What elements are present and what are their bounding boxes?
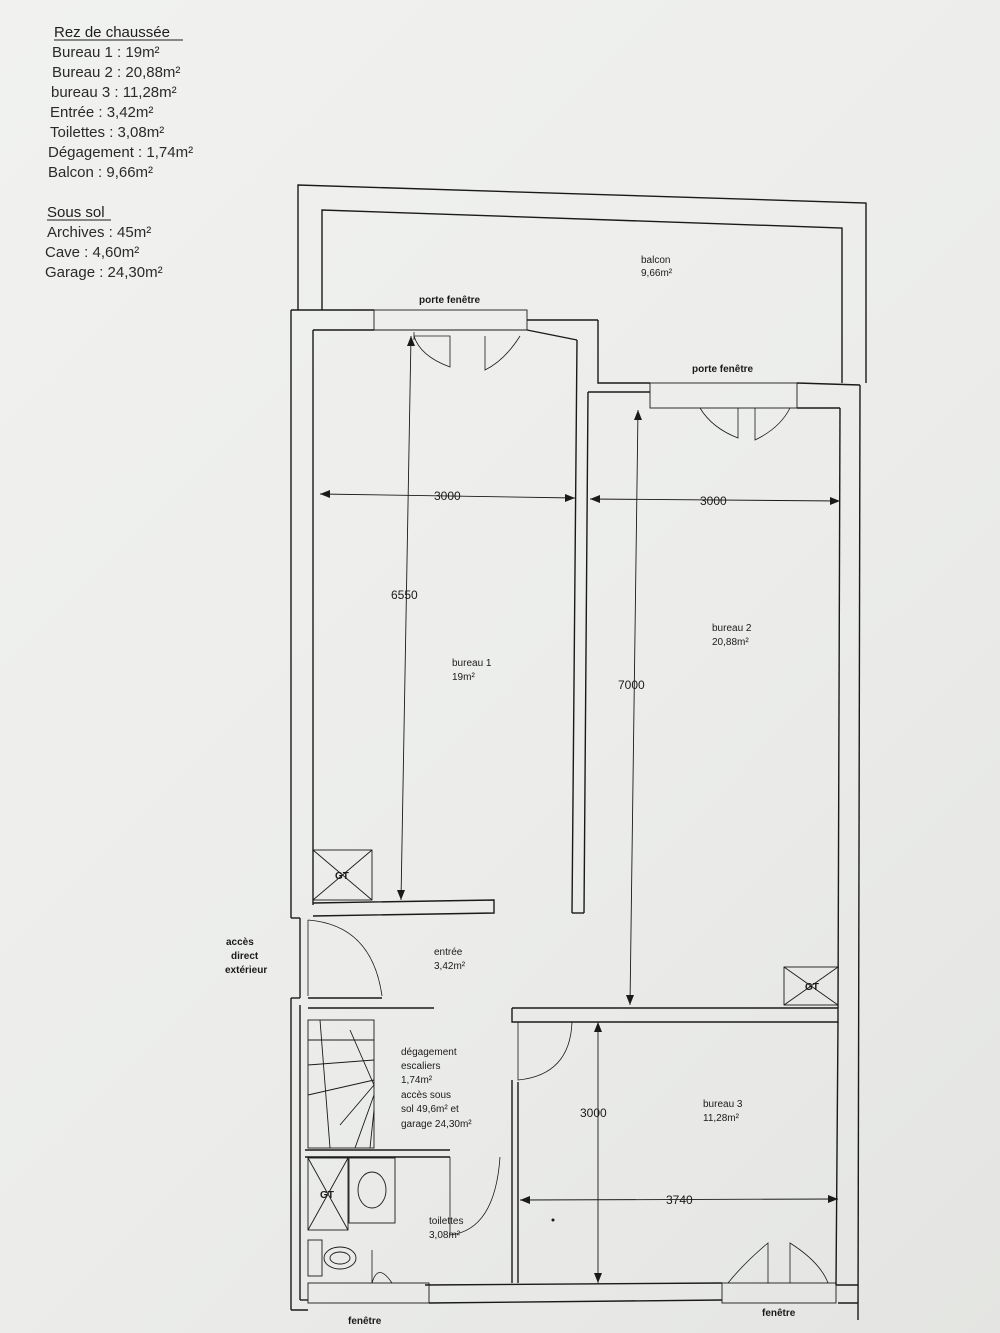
legend-item: Bureau 1 : 19m² — [52, 44, 160, 61]
openings — [307, 309, 837, 1304]
legend-item: Bureau 2 : 20,88m² — [52, 64, 180, 81]
opening-label: fenêtre — [348, 1316, 382, 1327]
svg-text:GT: GT — [320, 1190, 334, 1201]
legend-item: Toilettes : 3,08m² — [50, 124, 164, 141]
staircase — [307, 1019, 375, 1149]
gt-duct: GT — [312, 849, 373, 901]
legend-item: Dégagement : 1,74m² — [48, 144, 193, 161]
room-area-entree: 3,42m² — [434, 961, 466, 972]
room-name-bureau2: bureau 2 — [712, 623, 752, 634]
legend-item: Archives : 45m² — [47, 224, 151, 241]
room-name-entree: entrée — [434, 947, 463, 958]
room-area-bureau2: 20,88m² — [712, 637, 749, 648]
dimension-bureau2-length: 7000 — [618, 678, 645, 692]
legend-item: Entrée : 3,42m² — [50, 104, 153, 121]
room-label-degagement: dégagement — [401, 1047, 457, 1058]
legend-ground-floor-heading: Rez de chaussée — [54, 24, 170, 41]
room-area-bureau3: 11,28m² — [703, 1113, 740, 1124]
gt-duct: GT — [307, 1157, 349, 1231]
room-area-balcon: 9,66m² — [641, 268, 673, 279]
gt-duct: GT — [783, 966, 839, 1006]
room-label-degagement: 1,74m² — [401, 1075, 433, 1086]
opening-label: porte fenêtre — [419, 295, 481, 306]
room-name-balcon: balcon — [641, 255, 670, 266]
opening-label-exterior: extérieur — [225, 965, 267, 976]
opening-label: fenêtre — [762, 1308, 796, 1319]
svg-text:GT: GT — [805, 982, 819, 993]
fixtures — [307, 1157, 396, 1277]
opening-label: porte fenêtre — [692, 364, 754, 375]
dimension-bureau2-width: 3000 — [700, 494, 727, 508]
room-name-toilettes: toilettes — [429, 1216, 463, 1227]
legend-item: bureau 3 : 11,28m² — [51, 84, 177, 101]
legend-item: Cave : 4,60m² — [45, 244, 139, 261]
area-legend: Rez de chaussée Bureau 1 : 19m² Bureau 2… — [45, 24, 193, 281]
room-labels: balcon 9,66m² porte fenêtre porte fenêtr… — [225, 255, 796, 1327]
legend-item: Balcon : 9,66m² — [48, 164, 153, 181]
walls — [290, 184, 867, 1321]
legend-basement-heading: Sous sol — [47, 204, 105, 221]
legend-item: Garage : 24,30m² — [45, 264, 163, 281]
dimension-lines: 3000 3000 6550 7000 3000 3740 — [319, 335, 841, 1283]
room-area-bureau1: 19m² — [452, 672, 475, 683]
dimension-bureau1-length: 6550 — [391, 588, 418, 602]
room-label-degagement: escaliers — [401, 1061, 440, 1072]
dimension-bureau3-width: 3740 — [666, 1193, 693, 1207]
svg-text:GT: GT — [335, 871, 349, 882]
toilet-icon — [307, 1239, 323, 1277]
room-label-degagement: accès sous — [401, 1090, 451, 1101]
room-name-bureau1: bureau 1 — [452, 658, 492, 669]
dimension-bureau3-length: 3000 — [580, 1106, 607, 1120]
washbasin-icon — [348, 1157, 396, 1224]
room-name-bureau3: bureau 3 — [703, 1099, 743, 1110]
room-label-degagement: sol 49,6m² et — [401, 1104, 459, 1115]
opening-label-exterior: direct — [231, 951, 259, 962]
room-area-toilettes: 3,08m² — [429, 1230, 461, 1241]
opening-label-exterior: accès — [226, 937, 254, 948]
dimension-bureau1-width: 3000 — [434, 489, 461, 503]
room-label-degagement: garage 24,30m² — [401, 1119, 472, 1130]
technical-ducts: GT GT GT — [307, 849, 839, 1231]
